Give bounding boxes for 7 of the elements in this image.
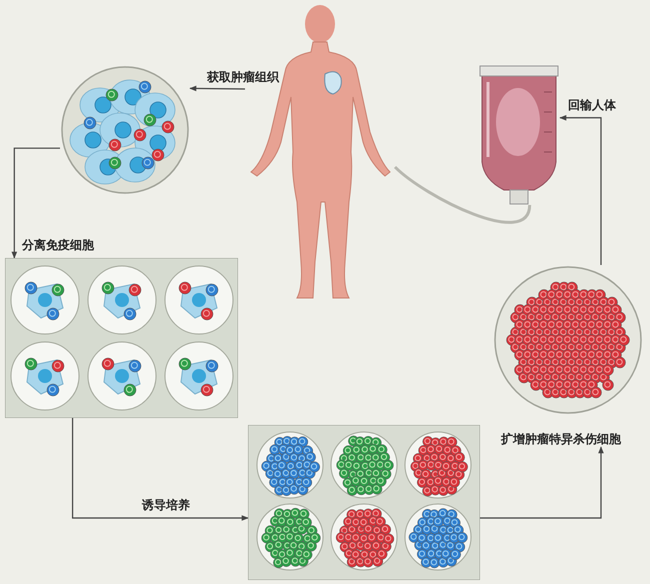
arrow xyxy=(559,114,602,265)
arrow xyxy=(72,418,249,521)
arrow xyxy=(189,86,245,92)
node-label: 扩增肿瘤特异杀伤细胞 xyxy=(501,431,621,448)
arrow xyxy=(12,148,60,259)
arrow xyxy=(480,446,604,519)
tube xyxy=(394,166,532,224)
